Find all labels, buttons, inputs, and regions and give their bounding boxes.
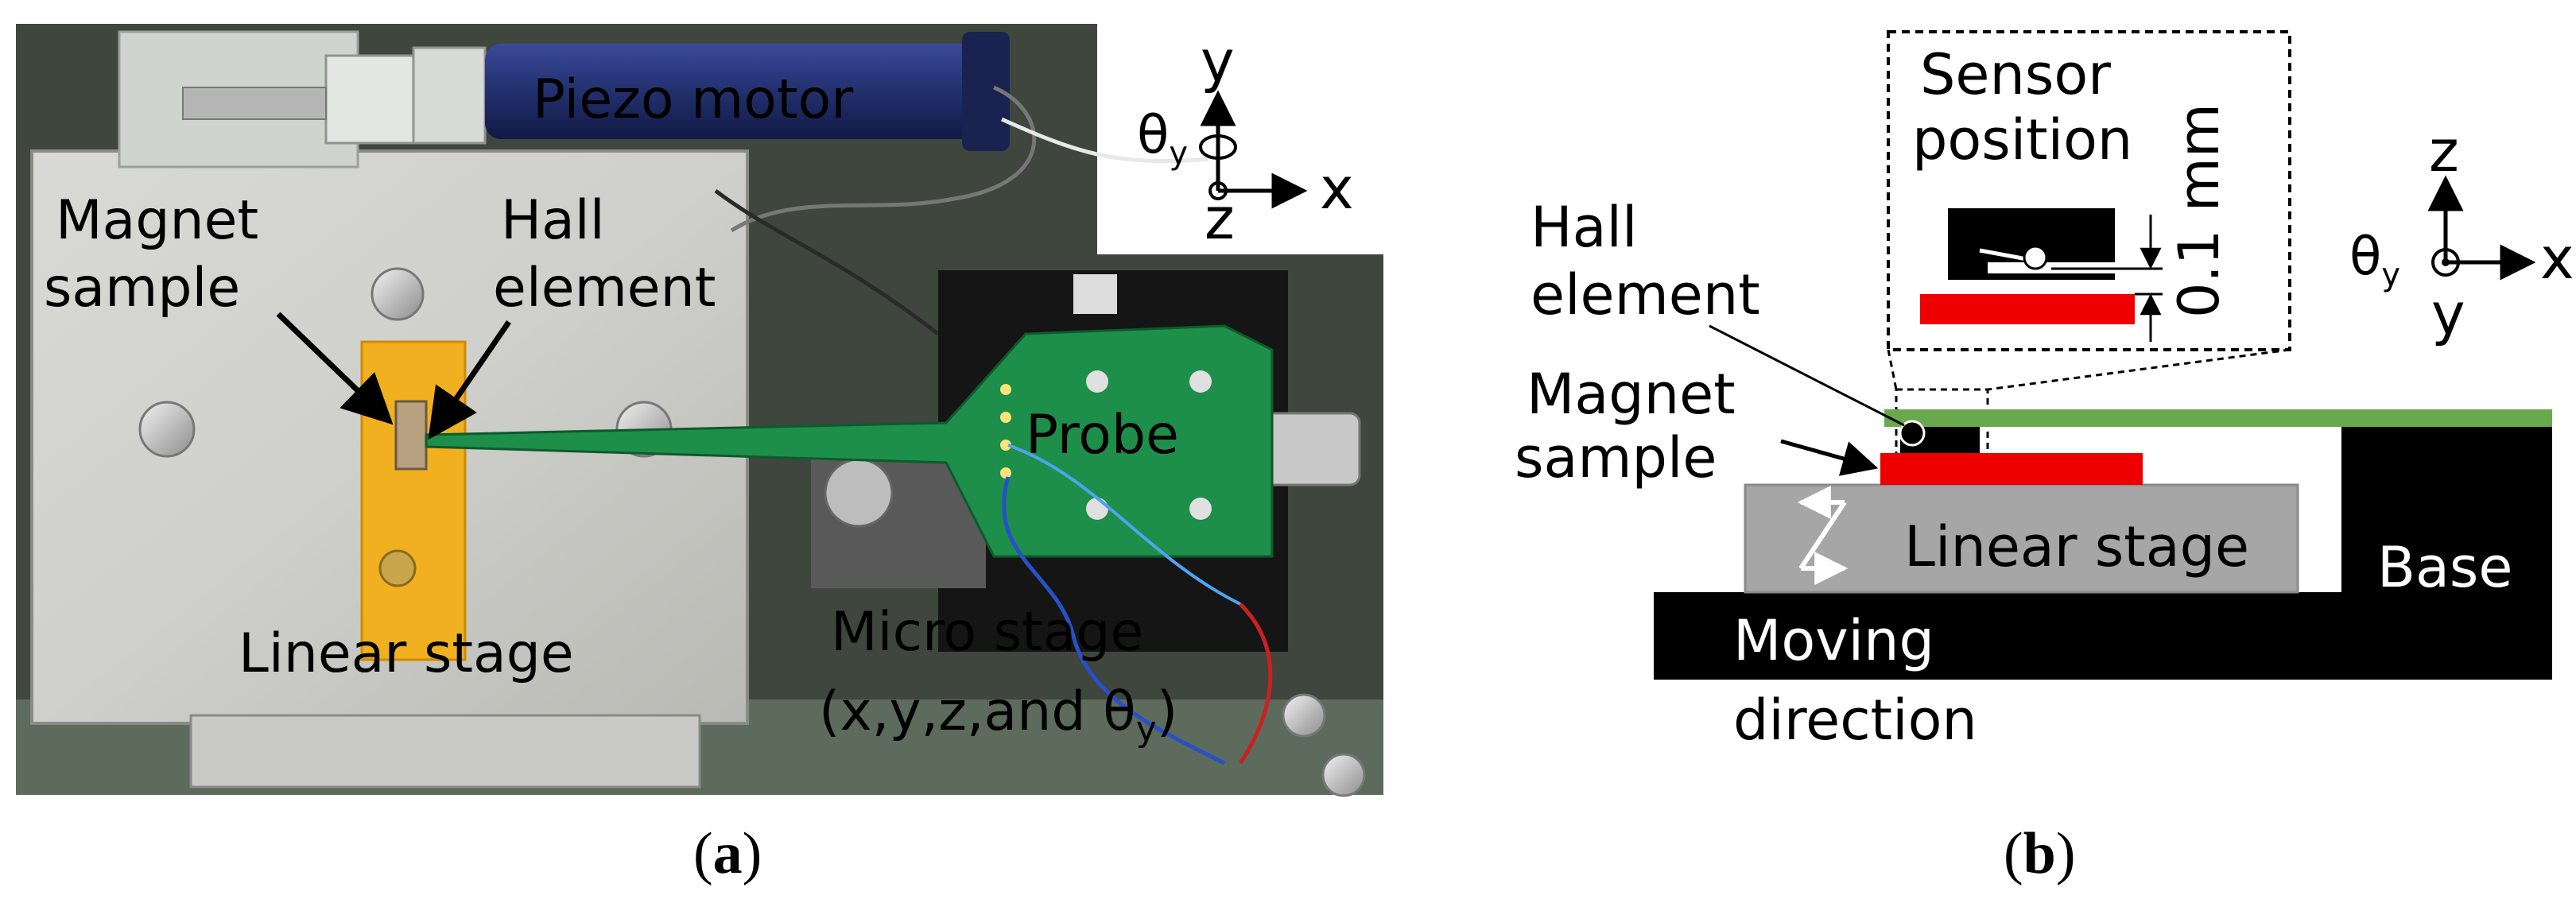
probe-pad [1000, 467, 1011, 479]
arrow-magnet-sample [276, 312, 394, 425]
axis-z-label-b: z [2429, 118, 2459, 184]
plate-screw [138, 401, 196, 458]
probe-screw [1086, 498, 1108, 520]
cable-2 [1000, 117, 1209, 164]
micro-stage-close: ) [1157, 680, 1178, 743]
label-base: Base [2377, 535, 2512, 600]
caption-b: (b) [2004, 821, 2075, 886]
micro-stage-knob [824, 458, 894, 528]
probe-board [425, 324, 1274, 558]
piezo-motor-end [962, 32, 1010, 151]
pointer-hall-element [1709, 324, 1905, 427]
probe-wire [1002, 476, 1226, 765]
label-micro-stage-line2: (x,y,z,and θy) [819, 680, 1177, 750]
probe-screw [1189, 370, 1212, 393]
base-plate-lower [189, 714, 701, 789]
sample-tape [360, 340, 467, 661]
label-piezo-motor: Piezo motor [533, 68, 853, 131]
label-magnet-sample-line1: Magnet [56, 189, 258, 252]
axis-z-label: z [1205, 185, 1235, 252]
axis-x-label: x [1320, 155, 1354, 222]
theta-label: θy [1137, 104, 1188, 172]
cable-1 [730, 85, 1037, 233]
label-hall-element-b-line1: Hall [1530, 195, 1637, 260]
micro-stage-coords: (x,y,z,and θ [819, 680, 1136, 743]
probe-pad [1000, 440, 1011, 451]
caption-a: (a) [693, 821, 762, 886]
terminal-screw [1282, 693, 1326, 738]
motor-shaft [182, 87, 327, 120]
axis-y-label-b: y [2431, 281, 2465, 347]
axis-y-dot-b [2442, 258, 2450, 266]
probe-screw [1086, 370, 1108, 393]
label-moving-direction-line2: direction [1733, 688, 1977, 753]
theta-sub: y [1169, 135, 1188, 172]
label-moving-direction-line1: Moving [1733, 608, 1934, 673]
axis-y-label: y [1201, 28, 1235, 95]
base-block [2341, 425, 2552, 680]
label-distance: 0.1 mm [2167, 103, 2232, 318]
axis-y-symbol-b [2431, 248, 2460, 277]
micro-stage-sub: y [1136, 709, 1157, 750]
magnet-sample-block [1880, 453, 2143, 485]
probe-screw [1189, 498, 1212, 520]
label-sensor-position-line1: Sensor [1920, 42, 2111, 107]
inset-hall-element [2023, 245, 2048, 270]
probe-wire [1007, 444, 1241, 606]
caption-a-open: ( [693, 821, 713, 886]
panel-b-schematic: Sensor position 0.1 mm [1654, 30, 2552, 680]
tape-screw [378, 549, 417, 587]
label-sensor-position-line2: position [1912, 107, 2132, 172]
theta-rotation-icon [1199, 134, 1237, 160]
coordinate-system-a: y x z θy [1137, 28, 1354, 252]
label-magnet-sample-b-line1: Magnet [1527, 362, 1736, 427]
label-magnet-sample-line2: sample [44, 257, 240, 320]
theta-symbol-b: θ [2349, 226, 2381, 287]
label-magnet-sample-b-line2: sample [1515, 425, 1717, 490]
caption-a-close: ) [743, 821, 762, 886]
probe-pad [1000, 384, 1011, 395]
coordinate-system-b: z x y θy [2349, 118, 2574, 347]
axis-z-symbol [1208, 181, 1228, 200]
panel-b-annotations: Hall element Magnet sample Linear stage … [1515, 118, 2574, 753]
photo-white-corner [1097, 24, 1463, 254]
piezo-motor-body [485, 44, 994, 139]
label-probe: Probe [1026, 404, 1179, 467]
label-hall-element-b-line2: element [1530, 262, 1760, 327]
label-hall-element-line1: Hall [501, 189, 605, 252]
red-wire [1238, 603, 1273, 765]
caption-b-close: ) [2056, 821, 2076, 886]
label-linear-stage: Linear stage [239, 622, 574, 685]
motor-clamp-2 [412, 46, 487, 145]
motor-clamp-1 [324, 54, 415, 145]
inset-connector-right [1987, 348, 2291, 391]
theta-symbol: θ [1137, 104, 1169, 165]
probe-board-bar [1884, 409, 2552, 427]
label-linear-stage-b: Linear stage [1904, 514, 2249, 579]
cable-3 [714, 188, 940, 335]
panel-a-annotations: Piezo motor Magnet sample Hall element P… [44, 28, 1354, 750]
arrow-magnet-sample-b [1780, 439, 1879, 476]
hall-element-dot [1899, 420, 1926, 447]
terminal-screw [1321, 753, 1366, 797]
inset-connector-left [1887, 349, 1898, 390]
label-hall-element-line2: element [493, 257, 716, 320]
plate-screw [370, 267, 425, 321]
caption-b-open: ( [2004, 821, 2023, 886]
caption-b-letter: b [2023, 821, 2056, 886]
micro-stage-post [1073, 274, 1117, 314]
theta-sub-b: y [2381, 257, 2400, 293]
magnet-sample-photo [394, 400, 428, 471]
caption-a-letter: a [713, 821, 743, 886]
theta-label-b: θy [2349, 226, 2400, 293]
panel-a-photo [16, 24, 1463, 797]
arrow-hall-element [428, 320, 511, 440]
direction-arrow-diag [1798, 501, 1847, 570]
probe-pad [1000, 412, 1011, 423]
inset-magnet [1920, 294, 2135, 324]
micro-stage-screw [1263, 412, 1361, 486]
label-micro-stage-line1: Micro stage [831, 601, 1143, 664]
axis-x-label-b: x [2540, 225, 2574, 292]
